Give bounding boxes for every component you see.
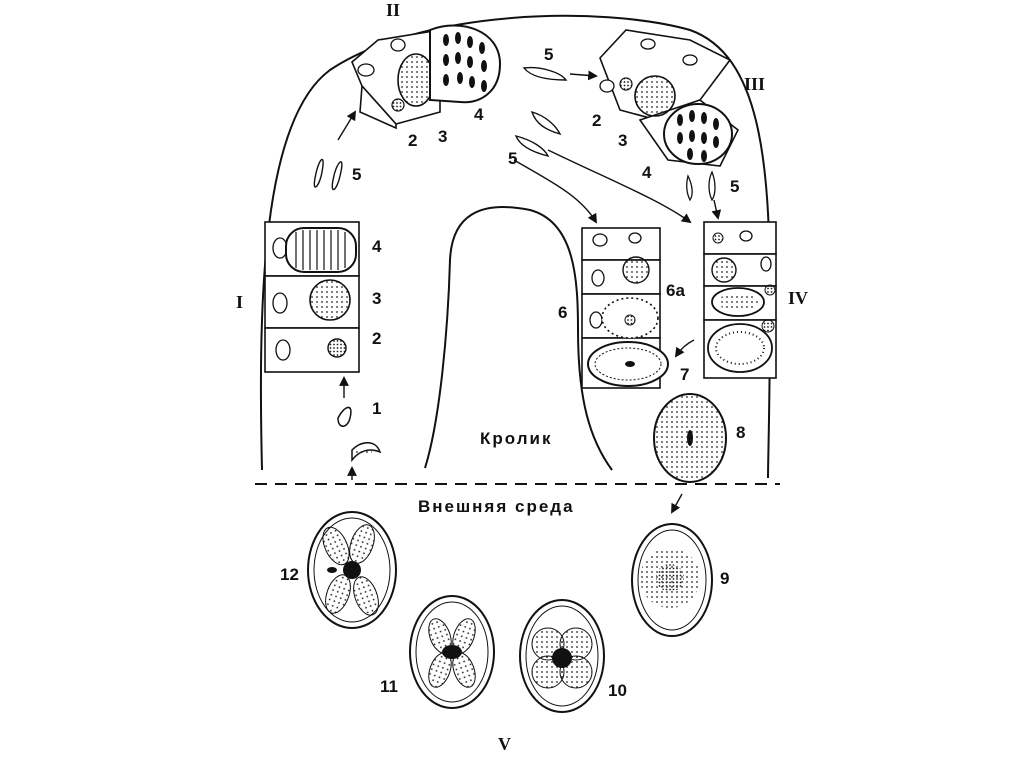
label-8: 8 xyxy=(736,423,745,442)
stage-III-label: III xyxy=(744,74,765,94)
label-6a: 6а xyxy=(666,281,685,300)
label-4-right: 4 xyxy=(642,163,652,182)
environment-label: Внешняя среда xyxy=(418,497,575,516)
label-1: 1 xyxy=(372,399,381,418)
oocyst-icon xyxy=(410,596,494,708)
merozoite-icon xyxy=(516,68,566,156)
oocyst-icon xyxy=(654,394,726,482)
epithelium-stage-III xyxy=(600,30,738,200)
stage-I-label: I xyxy=(236,292,243,312)
label-4-top: 4 xyxy=(474,105,484,124)
label-5-top: 5 xyxy=(544,45,553,64)
label-7: 7 xyxy=(680,365,689,384)
label-3-top: 3 xyxy=(438,127,447,146)
label-5-right: 5 xyxy=(730,177,739,196)
stage-V-label: V xyxy=(498,734,511,754)
label-4-left: 4 xyxy=(372,237,382,256)
label-12: 12 xyxy=(280,565,299,584)
label-11: 11 xyxy=(380,677,398,696)
schizont-icon xyxy=(430,25,500,102)
label-5-mid: 5 xyxy=(508,149,517,168)
label-2-top: 2 xyxy=(408,131,417,150)
label-9: 9 xyxy=(720,569,729,588)
oocyst-icon xyxy=(308,512,396,628)
label-6: 6 xyxy=(558,303,567,322)
stage-IV-label: IV xyxy=(788,288,808,308)
oocyst-icon xyxy=(632,524,712,636)
stage-II-label: II xyxy=(386,0,400,20)
label-2-right: 2 xyxy=(592,111,601,130)
label-2-left: 2 xyxy=(372,329,381,348)
label-5-left: 5 xyxy=(352,165,361,184)
label-10: 10 xyxy=(608,681,627,700)
host-label: Кролик xyxy=(480,429,552,448)
epithelium-stage-I xyxy=(265,222,359,372)
schizont-icon xyxy=(664,104,732,164)
schizont-icon xyxy=(286,228,356,272)
oocyst-icon xyxy=(520,600,604,712)
epithelium-stage-IV xyxy=(704,222,776,378)
label-3-left: 3 xyxy=(372,289,381,308)
label-3-right: 3 xyxy=(618,131,627,150)
epithelium-gametocytes xyxy=(582,228,668,388)
